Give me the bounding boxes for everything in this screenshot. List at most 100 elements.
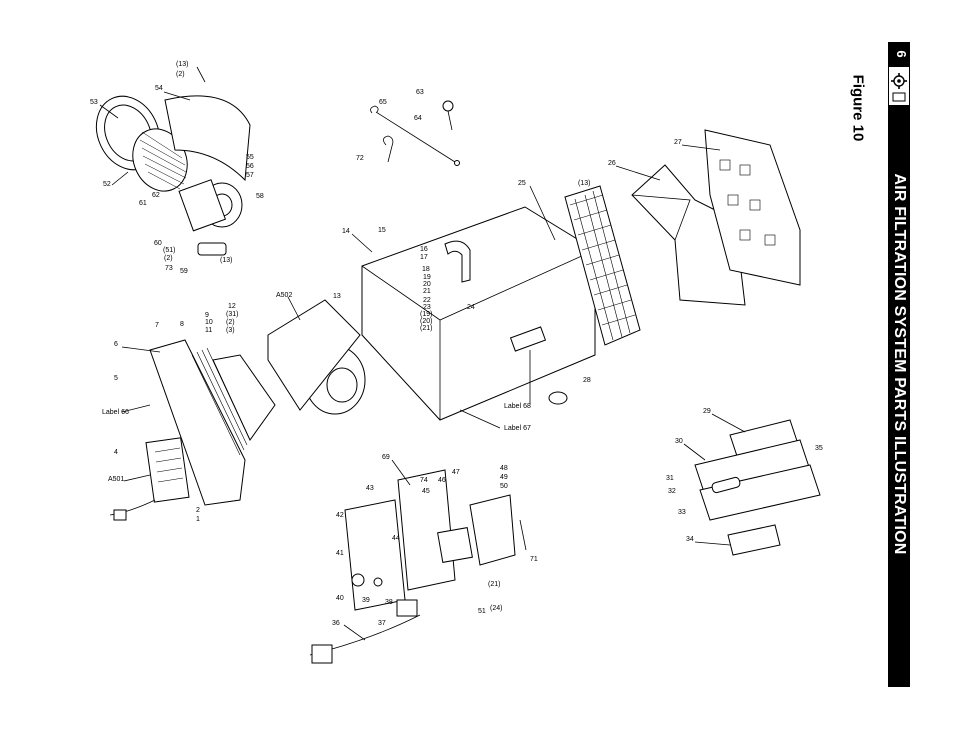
callout-7: 7 (155, 322, 159, 329)
blower-assembly (95, 95, 251, 256)
callout-51: (51) (163, 247, 175, 254)
callout-20: 20 (423, 281, 431, 288)
callout-40: 40 (336, 595, 344, 602)
callout-20: (20) (420, 318, 432, 325)
section-title: AIR FILTRATION SYSTEM PARTS ILLUSTRATION (891, 173, 908, 555)
callout-5: 5 (114, 375, 118, 382)
callout-49: 49 (500, 474, 508, 481)
callout-56: 56 (246, 163, 254, 170)
callout-14: 14 (342, 228, 350, 235)
label-68: Label 68 (504, 403, 531, 410)
callout-73: 73 (165, 265, 173, 272)
callout-21: 21 (423, 288, 431, 295)
callout-51: 51 (478, 608, 486, 615)
callout-32: 32 (668, 488, 676, 495)
callout-10: 10 (205, 319, 213, 326)
callout-11: 11 (205, 327, 212, 334)
callout-38: 38 (385, 599, 393, 606)
callout-34: 34 (686, 536, 694, 543)
cabinet (361, 206, 596, 421)
callout-19: 19 (423, 274, 431, 281)
callout-58: 58 (256, 193, 264, 200)
callout-6: 6 (114, 341, 118, 348)
callout-63: 63 (416, 89, 424, 96)
callout-44: 44 (392, 535, 400, 542)
callout-21: (21) (420, 325, 432, 332)
electrical-box: 69 43 74 45 46 47 48 49 50 42 44 41 40 3… (309, 454, 538, 664)
callout-74: 74 (420, 477, 428, 484)
callout-28: 28 (583, 377, 591, 384)
callout-65: 65 (379, 99, 387, 106)
callout-13: (13) (220, 257, 232, 264)
callout-69: 69 (382, 454, 390, 461)
callout-13: 13 (333, 293, 341, 300)
cabinet-callouts: 25 14 15 16 17 18 19 20 21 22 23 (19) (2… (276, 180, 591, 432)
callout-1: 1 (196, 516, 200, 523)
callout-2: 2 (196, 507, 200, 514)
label-67: Label 67 (504, 425, 531, 432)
callout-13: (13) (578, 180, 590, 187)
hanging-hardware: 63 65 64 72 (356, 89, 460, 166)
foot (548, 391, 568, 405)
callout-48: 48 (500, 465, 508, 472)
callout-41: 41 (336, 550, 344, 557)
callout-2: (2) (176, 71, 185, 78)
callout-50: 50 (500, 483, 508, 490)
callout-60: 60 (154, 240, 162, 247)
callout-16: 16 (420, 246, 428, 253)
callout-12: 12 (228, 303, 236, 310)
callout-8: 8 (180, 321, 184, 328)
callout-31: (31) (226, 311, 238, 318)
callout-64: 64 (414, 115, 422, 122)
front-panel: 6 7 8 9 10 11 12 (31) (2) (3) 5 Label 66… (102, 296, 366, 523)
callout-27: 27 (674, 139, 682, 146)
section-icon-box (888, 66, 910, 106)
callout-35: 35 (815, 445, 823, 452)
filters: (13) 26 27 (564, 129, 801, 346)
callout-13: (13) (176, 61, 188, 68)
callout-24: 24 (467, 304, 475, 311)
callout-23: 23 (423, 304, 431, 311)
callout-45: 45 (422, 488, 430, 495)
callout-19: (19) (420, 311, 432, 318)
callout-a501: A501 (108, 476, 124, 483)
callout-52: 52 (103, 181, 111, 188)
callout-30: 30 (675, 438, 683, 445)
callout-46: 46 (438, 477, 446, 484)
label-66: Label 66 (102, 409, 129, 416)
blower-callouts: (13) (2) 53 54 52 62 55 56 57 58 61 60 (… (90, 61, 264, 275)
callout-17: 17 (420, 254, 428, 261)
callout-53: 53 (90, 99, 98, 106)
callout-59: 59 (180, 268, 188, 275)
callout-2: (2) (164, 255, 173, 262)
callout-29: 29 (703, 408, 711, 415)
callout-18: 18 (422, 266, 430, 273)
callout-2: (2) (226, 319, 235, 326)
callout-31: 31 (666, 475, 674, 482)
callout-25: 25 (518, 180, 526, 187)
callout-71: 71 (530, 556, 538, 563)
callout-33: 33 (678, 509, 686, 516)
callout-15: 15 (378, 227, 386, 234)
callout-21: (21) (488, 581, 500, 588)
callout-62: 62 (152, 192, 160, 199)
callout-4: 4 (114, 449, 118, 456)
section-banner (888, 42, 910, 687)
callout-22: 22 (423, 297, 431, 304)
callout-57: 57 (246, 172, 254, 179)
callout-61: 61 (139, 200, 147, 207)
callout-47: 47 (452, 469, 460, 476)
gear-icon (891, 73, 907, 102)
callout-37: 37 (378, 620, 386, 627)
callout-9: 9 (205, 312, 209, 319)
callout-43: 43 (366, 485, 374, 492)
callout-3: (3) (226, 327, 235, 334)
figure-title: Figure 10 (849, 74, 867, 142)
chapter-number: 6 (894, 50, 909, 58)
callout-72: 72 (356, 155, 364, 162)
remote-control: 29 30 35 31 32 33 34 (666, 408, 823, 556)
callout-26: 26 (608, 160, 616, 167)
callout-36: 36 (332, 620, 340, 627)
callout-39: 39 (362, 597, 370, 604)
